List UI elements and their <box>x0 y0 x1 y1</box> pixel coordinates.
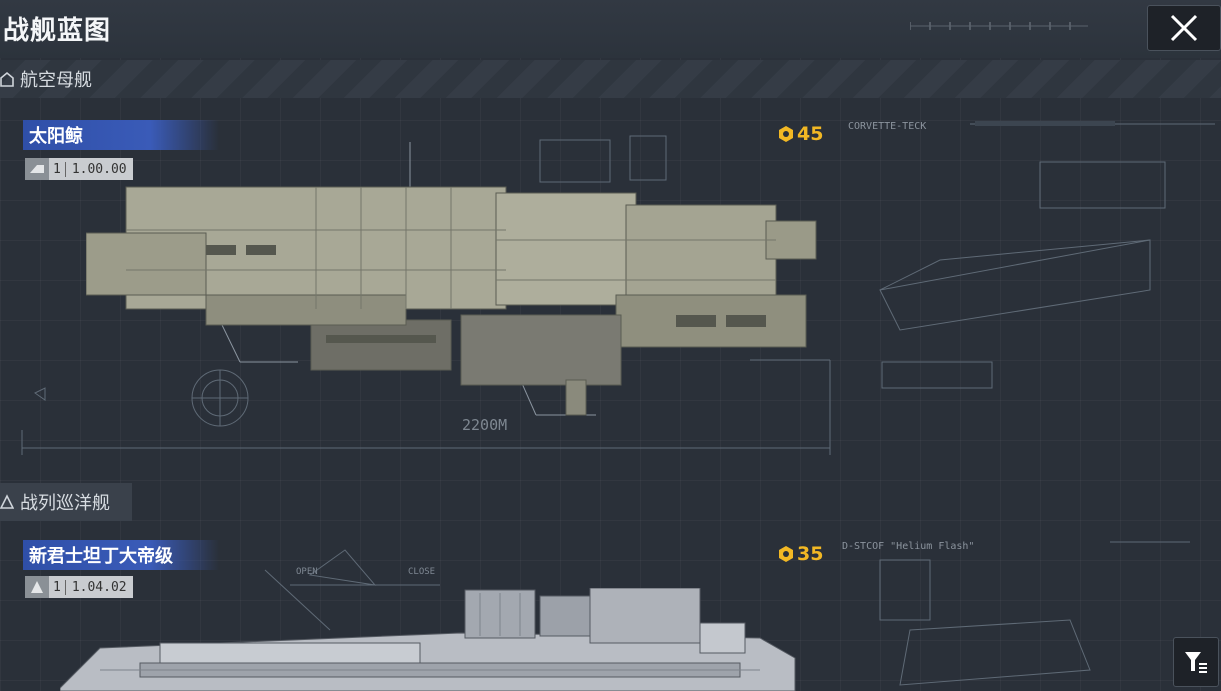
section-header-battlecruiser[interactable]: 战列巡洋舰 <box>0 483 132 521</box>
ship-length: 2200M <box>462 416 508 434</box>
ship2-blueprint-lines: OPEN CLOSE <box>264 541 1190 686</box>
ship-cost: 35 <box>777 543 823 565</box>
ship-name-title[interactable]: 太阳鲸 <box>23 120 219 150</box>
ship-class-icon <box>0 494 14 509</box>
currency-icon <box>779 546 793 562</box>
tick-decoration-icon <box>910 22 1088 30</box>
svg-text:CLOSE: CLOSE <box>408 567 435 577</box>
ship-name-title[interactable]: 新君士坦丁大帝级 <box>23 540 219 570</box>
ship-stat-badge: 1 1.00.00 <box>25 158 133 180</box>
home-icon <box>0 71 14 87</box>
ship1-blueprint-lines <box>21 121 1215 455</box>
ship-level: 1 <box>49 579 66 595</box>
ref-label: D-STCOF "Helium Flash" <box>842 541 975 552</box>
close-button[interactable] <box>1147 5 1221 51</box>
ship-cost-value: 35 <box>797 543 824 565</box>
filter-button[interactable] <box>1173 637 1219 687</box>
page-title: 战舰蓝图 <box>3 16 112 46</box>
filter-icon <box>1185 652 1207 673</box>
ship1-render[interactable] <box>86 185 821 420</box>
ref-label: CORVETTE-TECK <box>848 121 927 132</box>
ship-class-icon <box>25 158 49 180</box>
close-icon <box>1170 14 1198 42</box>
ship-version: 1.00.00 <box>71 161 127 177</box>
svg-text:OPEN: OPEN <box>296 567 318 577</box>
top-bar: 战舰蓝图 <box>0 0 1221 58</box>
ship2-render[interactable] <box>60 588 800 691</box>
ship-version: 1.04.02 <box>71 579 127 595</box>
section-header-carrier[interactable]: 航空母舰 <box>0 60 1221 98</box>
ship-stat-badge: 1 1.04.02 <box>25 576 133 598</box>
ship-level: 1 <box>49 161 66 177</box>
ship-cost-value: 45 <box>797 123 824 145</box>
ship-class-icon <box>25 576 49 598</box>
section-label: 航空母舰 <box>20 70 92 91</box>
currency-icon <box>779 126 793 142</box>
ship-cost: 45 <box>777 123 823 145</box>
section-label: 战列巡洋舰 <box>20 493 110 514</box>
